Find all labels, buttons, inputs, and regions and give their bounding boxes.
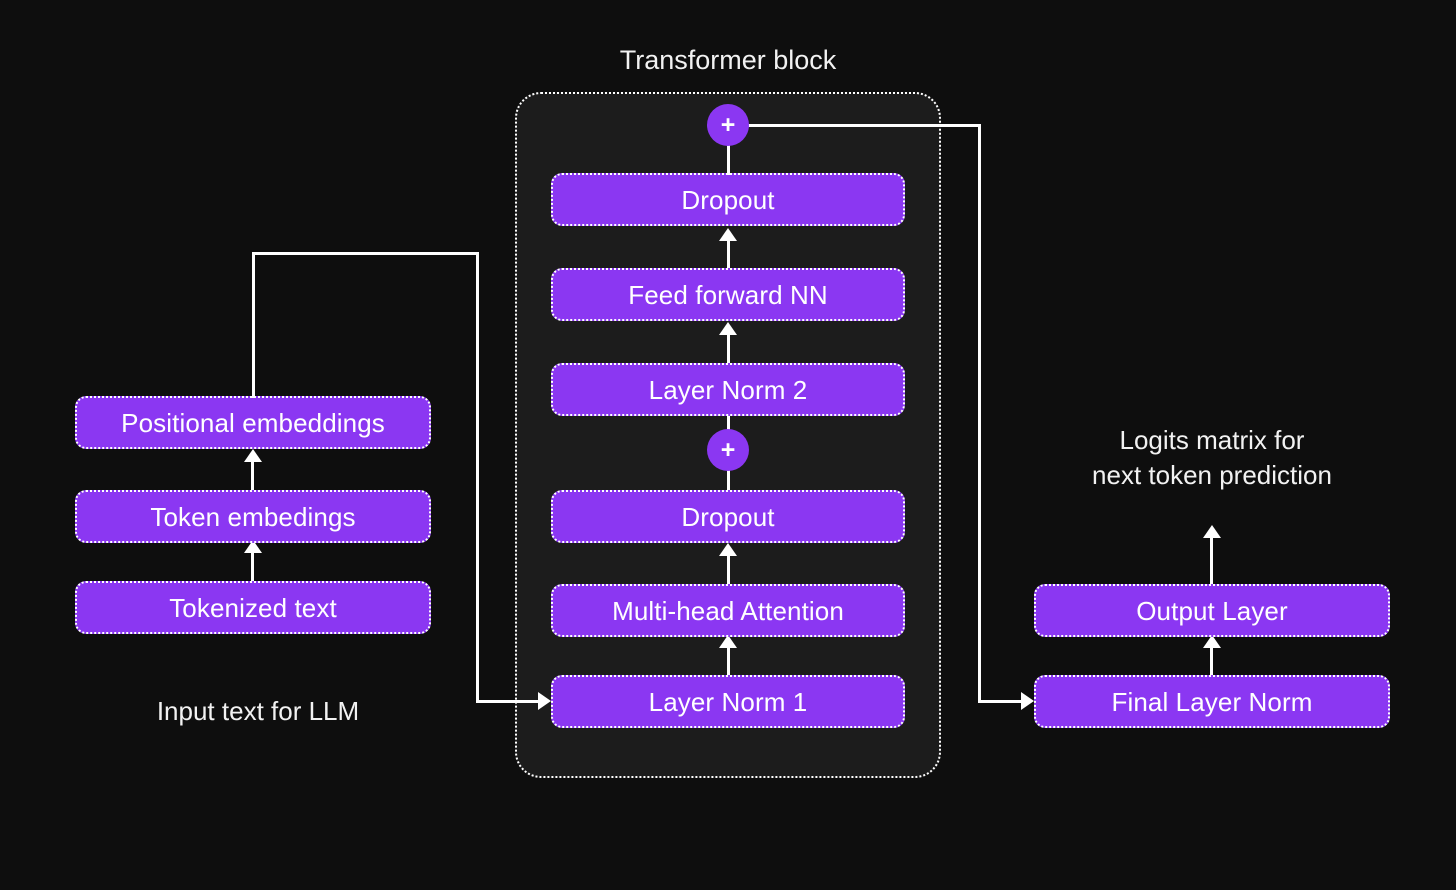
- arrowhead-output-to-logits: [1203, 525, 1221, 538]
- node-dropout-1[interactable]: Dropout: [551, 490, 905, 543]
- residual-add-1-node[interactable]: +: [707, 429, 749, 471]
- node-layer-norm-1[interactable]: Layer Norm 1: [551, 675, 905, 728]
- arrowhead-token-to-positional: [244, 449, 262, 462]
- connector-output-to-logits: [1210, 537, 1213, 584]
- arrowhead-into-final-layer-norm: [1021, 692, 1034, 710]
- node-final-layer-norm[interactable]: Final Layer Norm: [1034, 675, 1390, 728]
- arrowhead-final-norm-to-output: [1203, 635, 1221, 648]
- logits-matrix-caption: Logits matrix for next token prediction: [1092, 425, 1332, 491]
- connector-dropout2-to-add2: [727, 128, 730, 175]
- arrowhead-into-layer-norm-1: [538, 692, 551, 710]
- connector-final-norm-to-output: [1210, 646, 1213, 675]
- connector-embeddings-across: [252, 252, 479, 255]
- node-token-embeddings[interactable]: Token embedings: [75, 490, 431, 543]
- input-text-caption: Input text for LLM: [156, 696, 360, 726]
- arrowhead-mha-to-dropout1: [719, 543, 737, 556]
- arrowhead-ffn-to-dropout2: [719, 228, 737, 241]
- arrowhead-tokenized-to-token: [244, 540, 262, 553]
- connector-add2-into-final-norm: [978, 700, 1022, 703]
- node-output-layer[interactable]: Output Layer: [1034, 584, 1390, 637]
- connector-add2-down: [978, 124, 981, 702]
- node-layer-norm-2[interactable]: Layer Norm 2: [551, 363, 905, 416]
- connector-mha-to-dropout1: [727, 554, 730, 584]
- connector-embeddings-down: [476, 252, 479, 702]
- node-tokenized-text[interactable]: Tokenized text: [75, 581, 431, 634]
- node-positional-embeddings[interactable]: Positional embeddings: [75, 396, 431, 449]
- connector-ln2-to-ffn: [727, 333, 730, 363]
- connector-embeddings-up: [252, 252, 255, 398]
- transformer-block-title: Transformer block: [619, 45, 837, 75]
- connector-add2-across: [748, 124, 981, 127]
- connector-embeddings-into-block: [476, 700, 539, 703]
- connector-tokenized-to-token: [251, 551, 254, 581]
- node-feed-forward-nn[interactable]: Feed forward NN: [551, 268, 905, 321]
- residual-add-2-node[interactable]: +: [707, 104, 749, 146]
- connector-ln1-to-mha: [727, 646, 730, 675]
- arrowhead-ln2-to-ffn: [719, 322, 737, 335]
- node-multi-head-attention[interactable]: Multi-head Attention: [551, 584, 905, 637]
- node-dropout-2[interactable]: Dropout: [551, 173, 905, 226]
- connector-token-to-positional: [251, 460, 254, 490]
- connector-ffn-to-dropout2: [727, 239, 730, 268]
- arrowhead-ln1-to-mha: [719, 635, 737, 648]
